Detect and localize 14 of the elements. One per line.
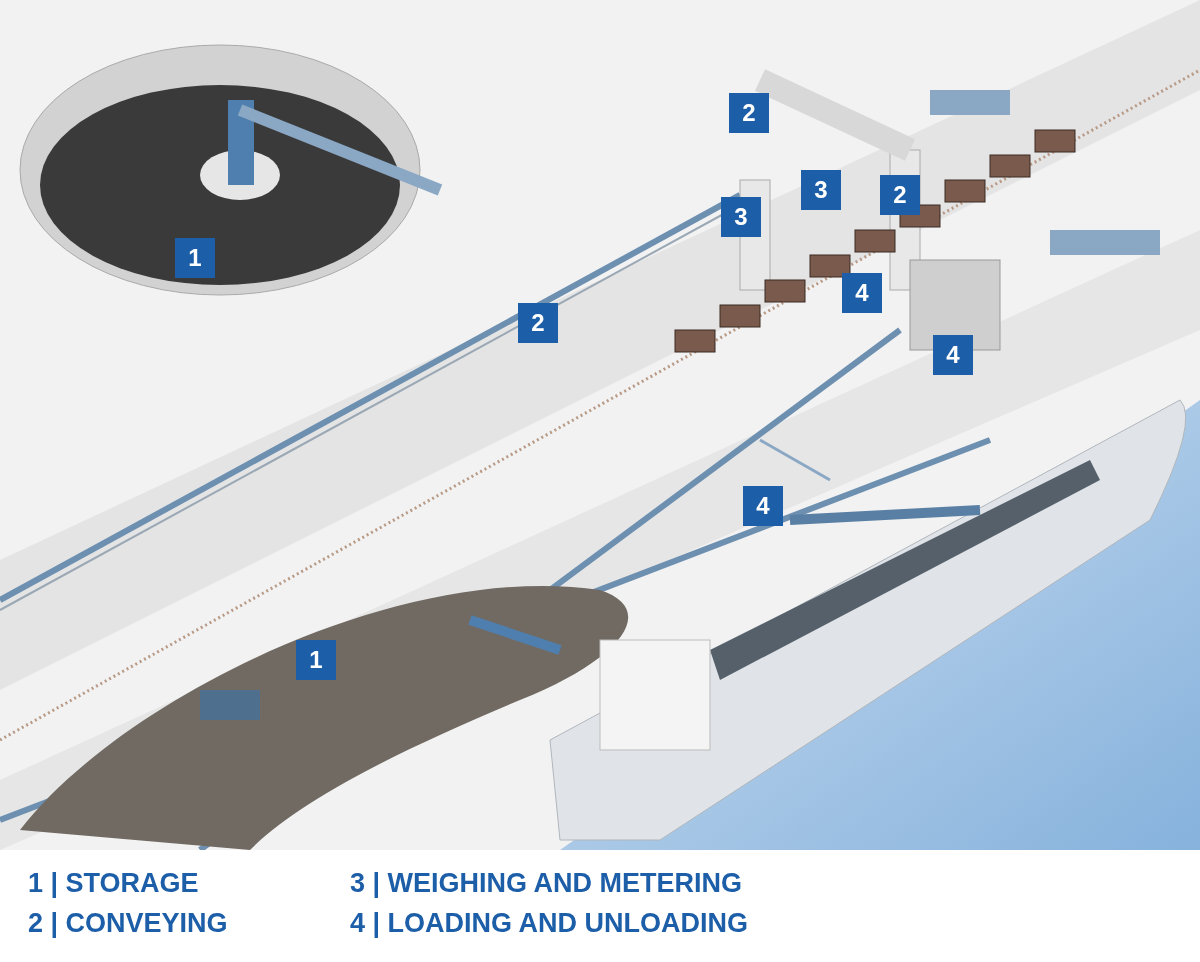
callout-number: 4 xyxy=(743,486,783,526)
callout-number: 1 xyxy=(296,640,336,680)
callout-number: 2 xyxy=(880,175,920,215)
callout-number: 4 xyxy=(842,273,882,313)
callout-number: 2 xyxy=(518,303,558,343)
callout-number: 1 xyxy=(175,238,215,278)
legend-text: 1 | STORAGE xyxy=(28,867,200,900)
callout-number: 4 xyxy=(933,335,973,375)
legend-text: 4 | LOADING AND UNLOADING xyxy=(350,907,749,940)
callout-number: 2 xyxy=(729,93,769,133)
callout-number: 3 xyxy=(721,197,761,237)
callout-number: 3 xyxy=(801,170,841,210)
legend-text: 2 | CONVEYING xyxy=(28,907,229,940)
legend-text: 3 | WEIGHING AND METERING xyxy=(350,867,744,900)
